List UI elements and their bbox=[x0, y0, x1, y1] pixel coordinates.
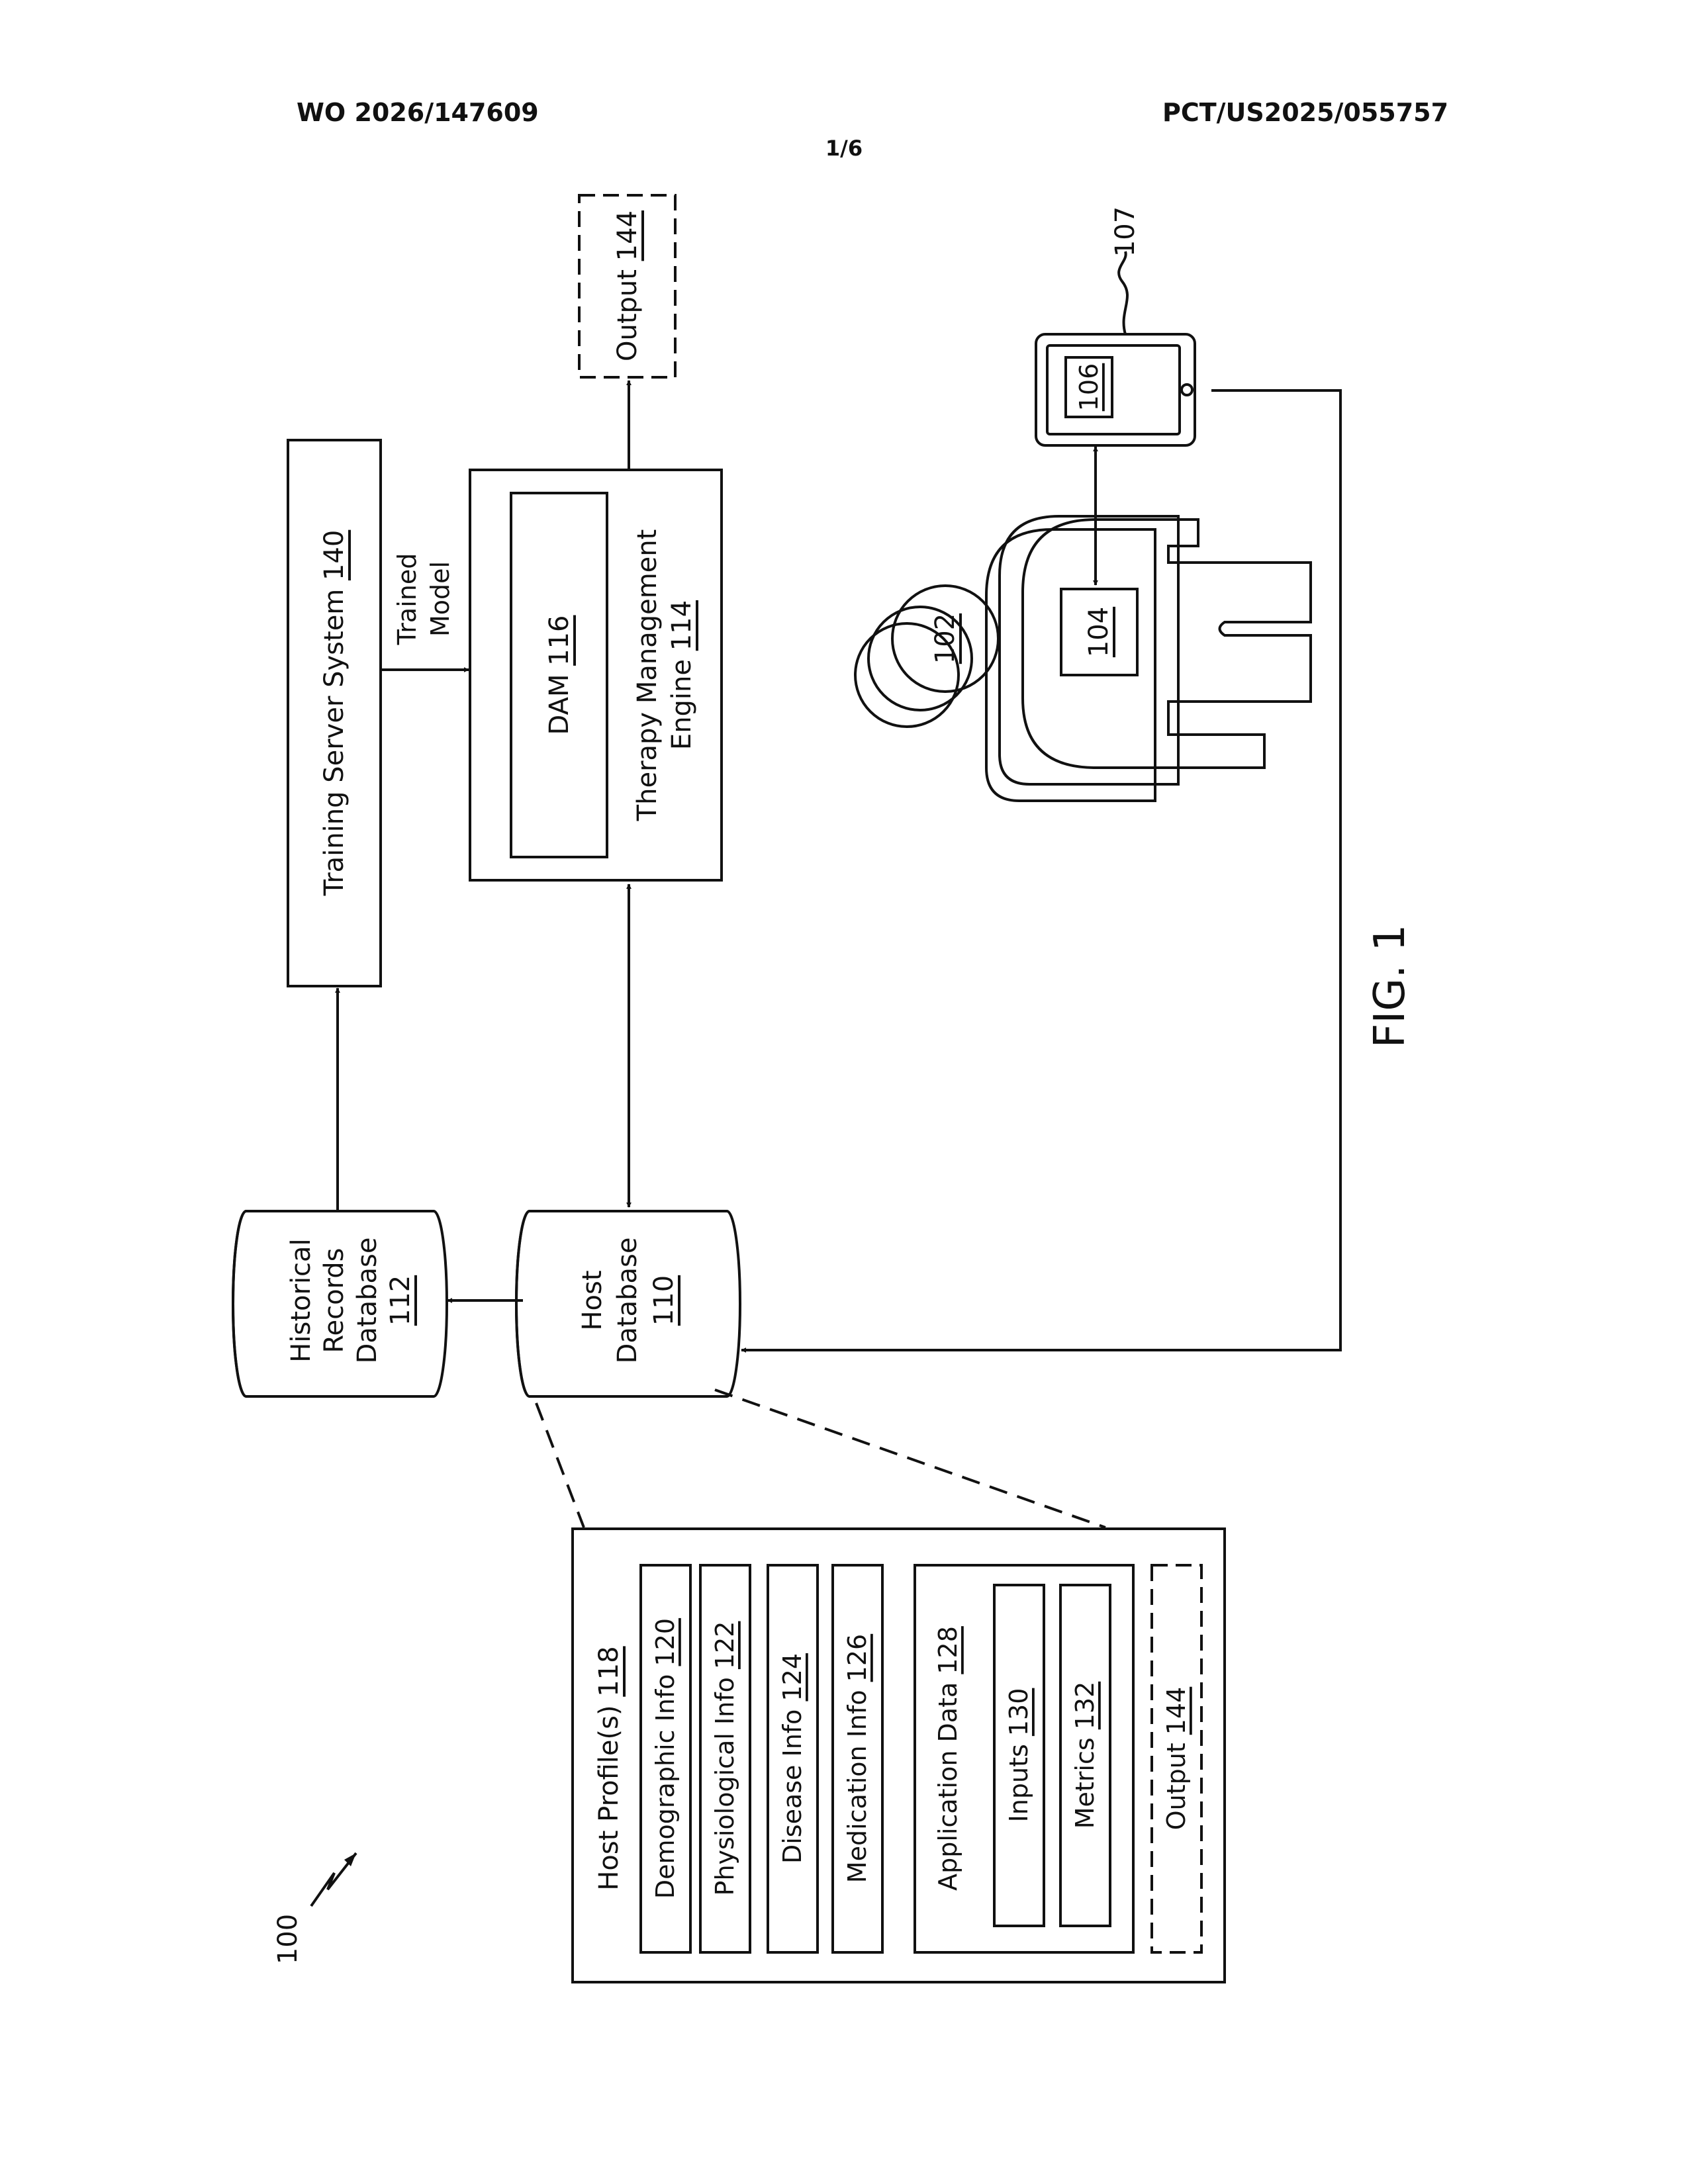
output-profile-label: Output 144 bbox=[1162, 1687, 1191, 1831]
callout-line-right bbox=[715, 1390, 1105, 1527]
tme-label-line2: Engine 114 bbox=[667, 600, 697, 750]
trained-model-label-line1: Trained bbox=[393, 553, 422, 646]
disease-info-label: Disease Info 124 bbox=[778, 1653, 807, 1864]
trained-model-label-line2: Model bbox=[426, 561, 455, 637]
historical-label-line2: Records bbox=[319, 1248, 350, 1353]
host-db-ref: 110 bbox=[649, 1275, 679, 1326]
dam-label: DAM 116 bbox=[544, 615, 575, 735]
device-app-ref-106: 106 bbox=[1074, 363, 1103, 412]
device-ref-leader bbox=[1119, 251, 1127, 334]
output-top-label: Output 144 bbox=[612, 210, 643, 361]
system-ref-100: 100 bbox=[273, 1914, 303, 1964]
metrics-label: Metrics 132 bbox=[1070, 1682, 1100, 1829]
training-server-label: Training Server System 140 bbox=[319, 530, 350, 897]
physiological-info-label: Physiological Info 122 bbox=[710, 1621, 739, 1896]
host-db-label-line1: Host bbox=[577, 1270, 608, 1330]
wearable-ref-104: 104 bbox=[1084, 607, 1114, 657]
historical-label-line3: Database bbox=[352, 1238, 383, 1364]
host-db-label-line2: Database bbox=[612, 1238, 643, 1364]
user-ref-102: 102 bbox=[930, 614, 961, 664]
callout-line-left bbox=[536, 1403, 584, 1527]
figure-label: FIG. 1 bbox=[1366, 925, 1415, 1048]
application-data-label: Application Data 128 bbox=[933, 1626, 962, 1891]
historical-label-line1: Historical bbox=[286, 1238, 316, 1362]
host-profile-title: Host Profile(s) 118 bbox=[594, 1646, 624, 1890]
inputs-label: Inputs 130 bbox=[1004, 1688, 1033, 1823]
device-ref-107: 107 bbox=[1110, 206, 1141, 257]
demographic-info-label: Demographic Info 120 bbox=[651, 1618, 680, 1899]
medication-info-label: Medication Info 126 bbox=[843, 1634, 872, 1883]
tme-label-line1: Therapy Management bbox=[632, 529, 663, 822]
device-to-host-line bbox=[741, 390, 1340, 1350]
historical-ref: 112 bbox=[385, 1275, 416, 1326]
